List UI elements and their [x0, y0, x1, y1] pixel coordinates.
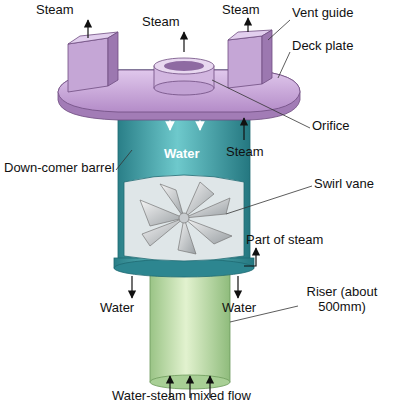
part-label: Water [222, 300, 256, 315]
part-label: Steam [142, 14, 180, 29]
vent-guide [68, 30, 272, 92]
part-label: Water [164, 146, 200, 161]
riser-pipe [150, 268, 230, 389]
part-label: Vent guide [292, 5, 353, 20]
part-label: Steam [222, 2, 260, 17]
part-label: Orifice [312, 118, 350, 133]
part-label: Deck plate [292, 38, 353, 53]
part-label: Riser (about 500mm) [292, 284, 392, 314]
part-label: Part of steam [246, 232, 323, 247]
flow-arrows [88, 18, 256, 398]
part-label: Steam [226, 144, 264, 159]
part-label: Down-comer barrel [4, 160, 115, 175]
swirl-vane [140, 182, 232, 254]
part-label: Water [100, 300, 134, 315]
orifice [154, 58, 214, 95]
part-label: Swirl vane [314, 176, 374, 191]
leader-lines [116, 20, 312, 322]
part-label: Water-steam mixed flow [112, 388, 251, 403]
part-label: Steam [36, 2, 74, 17]
